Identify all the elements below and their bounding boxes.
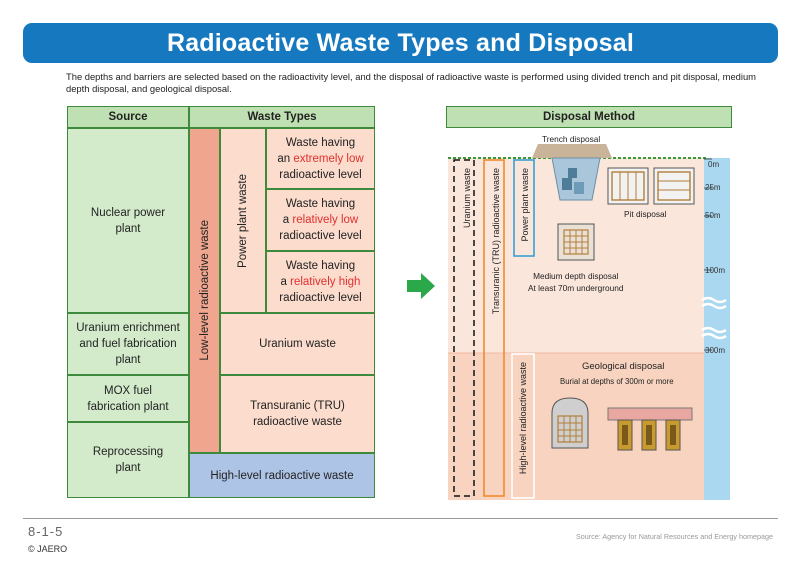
- pit-disposal-label: Pit disposal: [624, 209, 667, 219]
- trench-disposal-label: Trench disposal: [542, 134, 601, 144]
- source-credit: Source: Agency for Natural Resources and…: [576, 532, 773, 541]
- footer-divider: [23, 518, 778, 519]
- depth-100m: 100m: [705, 266, 726, 275]
- source-header: Source: [67, 106, 189, 128]
- burial-depth-label: Burial at depths of 300m or more: [560, 377, 674, 386]
- depth-50m: 50m: [705, 211, 721, 220]
- copyright: © JAERO: [28, 544, 68, 554]
- source-uranium-enrichment: Uranium enrichment and fuel fabrication …: [67, 313, 189, 375]
- disposal-diagram: [448, 144, 730, 500]
- uranium-waste-cell: Uranium waste: [220, 313, 375, 375]
- power-plant-waste-label: Power plant waste: [237, 173, 249, 268]
- intro-text: The depths and barriers are selected bas…: [66, 71, 756, 94]
- page-number: 8-1-5: [28, 524, 64, 539]
- depth-0m: 0m: [708, 160, 720, 169]
- source-reprocessing: Reprocessing plant: [67, 422, 189, 498]
- bar-label-power-plant: Power plant waste: [520, 168, 530, 242]
- depth-25m: 25m: [705, 183, 721, 192]
- tru-waste-cell: Transuranic (TRU)radioactive waste: [220, 375, 375, 453]
- geological-disposal-label: Geological disposal: [582, 361, 665, 372]
- power-plant-waste-band: Power plant waste: [220, 128, 266, 313]
- depth-300m: 300m: [705, 346, 726, 355]
- arrow-right-icon: [407, 273, 435, 299]
- source-mox-fabrication: MOX fuel fabrication plant: [67, 375, 189, 422]
- high-level-waste-cell: High-level radioactive waste: [189, 453, 375, 498]
- bar-label-uranium: Uranium waste: [462, 168, 472, 229]
- page-title: Radioactive Waste Types and Disposal: [23, 23, 778, 63]
- bar-label-tru: Transuranic (TRU) radioactive waste: [491, 168, 501, 315]
- waste-types-header: Waste Types: [189, 106, 375, 128]
- low-level-waste-label: Low-level radioactive waste: [198, 220, 211, 361]
- bar-label-high-level: High-level radioactive waste: [518, 362, 528, 475]
- disposal-method-header: Disposal Method: [446, 106, 732, 128]
- low-level-waste-band: Low-level radioactive waste: [189, 128, 220, 453]
- source-nuclear-power-plant: Nuclear power plant: [67, 128, 189, 313]
